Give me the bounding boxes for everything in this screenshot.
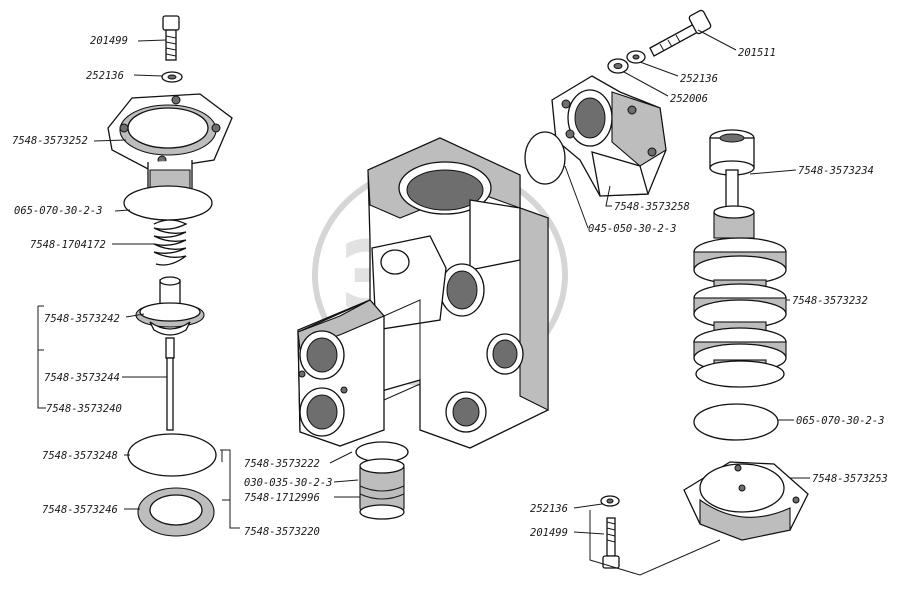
left-assembly [107,15,233,537]
valve-stem [165,337,175,431]
label-bushing-assembly: 7548-3573220 [244,526,320,538]
label-washer-ring: 7548-3573246 [42,504,118,516]
label-valve-assembly: 7548-3573240 [46,403,122,415]
label-bolt-top-left: 201499 [90,35,128,47]
bushing [355,441,409,520]
label-oring-right: 065-070-30-2-3 [796,415,885,427]
oring-left [123,185,213,221]
label-bolt-bottom: 201499 [530,527,568,539]
spool [693,205,787,388]
bolt-top-right [649,9,712,57]
label-bushing: 7548-1712996 [244,492,320,504]
label-valve-head: 7548-3573242 [44,313,120,325]
label-spool: 7548-3573232 [792,295,868,307]
label-oring-left: 065-070-30-2-3 [14,205,103,217]
spool-rod [709,129,755,211]
cover-right [683,461,809,541]
bolt-top-left [162,15,180,61]
label-valve-stem: 7548-3573244 [44,372,120,384]
washer-ring [137,487,215,537]
cover-left [107,93,233,202]
oring-elbow [524,131,566,185]
label-oring-elbow: 045-050-30-2-3 [588,223,677,235]
label-cover-left: 7548-3573252 [12,135,88,147]
oring-lower-left [127,433,217,477]
leader-lines [37,29,810,576]
top-right-assembly [524,9,712,197]
valve-body [297,137,549,449]
label-lock-washer-top-right: 252006 [670,93,708,105]
label-washer-top-left: 252136 [86,70,124,82]
label-bolt-top-right: 201511 [738,47,776,59]
label-oring-bushing: 030-035-30-2-3 [244,477,333,489]
label-washer-bottom: 252136 [530,503,568,515]
label-oring-lower-left: 7548-3573248 [42,450,118,462]
washer-top-left [161,71,183,83]
bolt-bottom [602,517,620,569]
label-body: 7548-3573222 [244,458,320,470]
part-labels: 201499 252136 7548-3573252 065-070-30-2-… [12,35,888,539]
valve-head [135,276,205,336]
label-spool-rod: 7548-3573234 [798,165,874,177]
label-spring: 7548-1704172 [30,239,106,251]
spring [153,219,188,266]
elbow-flange [551,75,667,197]
oring-right [693,403,779,441]
right-assembly [600,129,809,569]
label-cover-right: 7548-3573253 [812,473,888,485]
label-washer-top-right: 252136 [680,73,718,85]
label-elbow-flange: 7548-3573258 [614,201,690,213]
